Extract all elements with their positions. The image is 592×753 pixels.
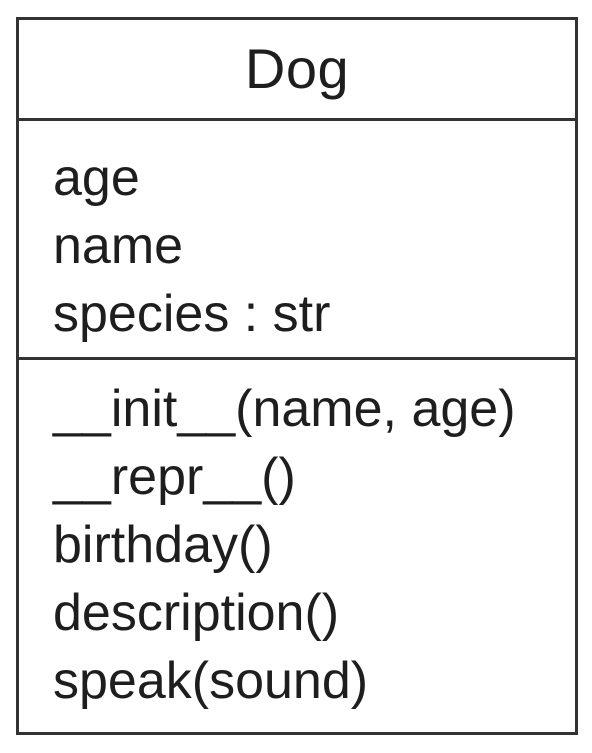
attributes-compartment: age name species : str [19,121,575,360]
method-repr: __repr__() [53,448,296,506]
method-birthday: birthday() [53,516,273,574]
class-name: Dog [244,37,350,100]
class-name-compartment: Dog [19,20,575,121]
methods-compartment: __init__(name, age) __repr__() birthday(… [19,360,575,715]
method-init: __init__(name, age) [53,380,516,438]
attribute-name: name [53,217,184,275]
method-description: description() [53,584,340,642]
method-speak: speak(sound) [53,652,369,710]
attribute-species: species : str [53,285,331,343]
uml-class-box: Dog age name species : str __init__(name… [16,17,578,735]
attribute-age: age [53,149,140,207]
